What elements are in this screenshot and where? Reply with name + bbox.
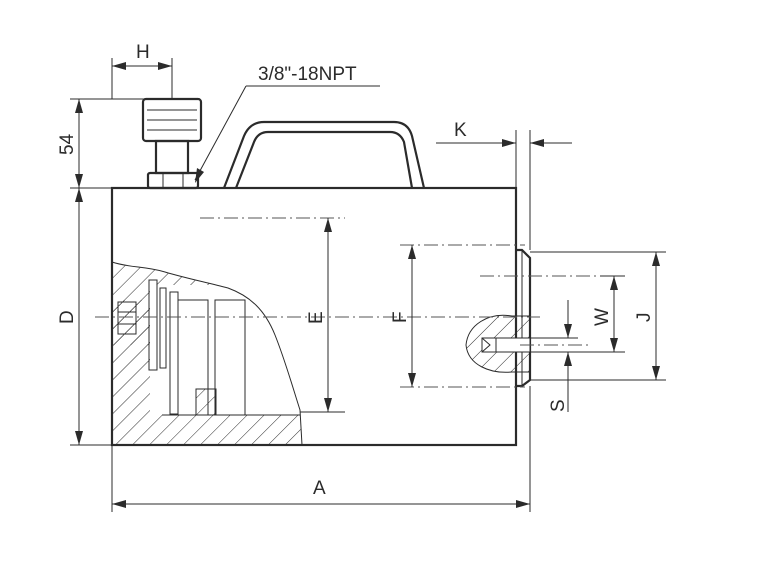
plunger (465, 248, 578, 388)
dimension-e (300, 218, 345, 413)
label-j: J (634, 313, 655, 323)
dimension-w (575, 275, 625, 353)
dimension-s (564, 300, 572, 412)
dimension-k (436, 130, 572, 250)
dimension-54 (70, 98, 148, 189)
dimension-h (111, 58, 173, 99)
label-54: 54 (57, 133, 78, 155)
label-e: E (306, 311, 327, 324)
label-w: W (592, 308, 613, 326)
label-f: F (390, 311, 411, 323)
label-h: H (136, 42, 150, 63)
carry-handle (222, 120, 426, 189)
thread-leader (194, 85, 380, 183)
section-cutaway (111, 261, 303, 446)
center-lines (95, 217, 625, 346)
label-k: K (454, 120, 467, 141)
label-s: S (548, 399, 569, 412)
dimension-f (400, 244, 525, 388)
label-a: A (313, 478, 326, 499)
coupler-fitting (141, 97, 203, 190)
dimension-a (111, 386, 531, 512)
label-d: D (57, 310, 78, 324)
dimension-j (530, 251, 666, 381)
label-thread: 3/8"-18NPT (258, 64, 357, 85)
dimension-d (70, 188, 112, 446)
